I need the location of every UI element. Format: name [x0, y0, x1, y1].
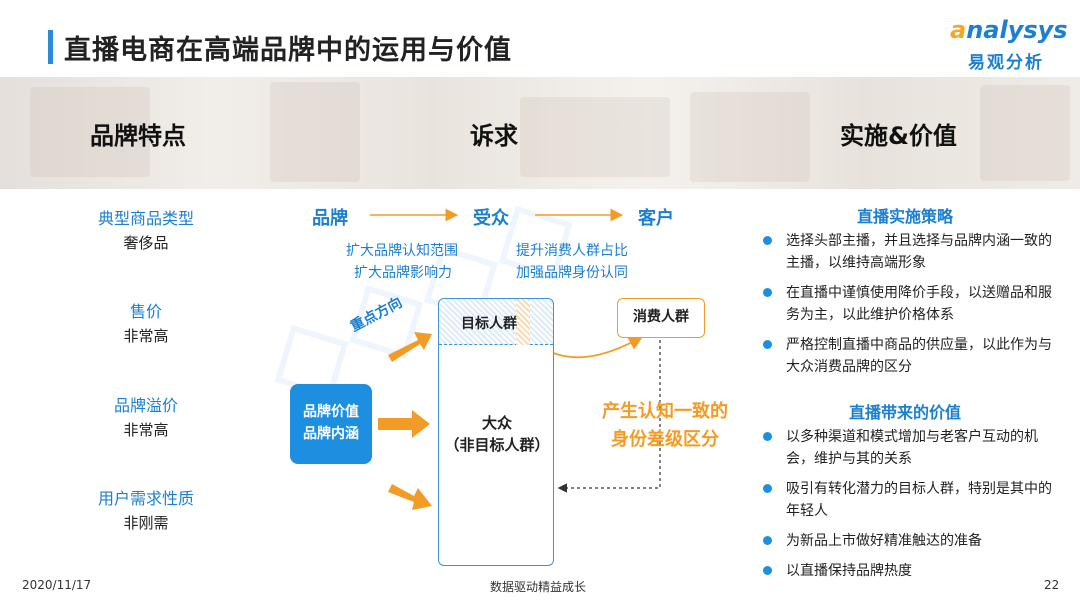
trait-label-type: 典型商品类型 — [97, 209, 194, 228]
banner-heading-demand: 诉求 — [470, 122, 518, 150]
value-item: 吸引有转化潜力的目标人群，特别是其中的年轻人 — [763, 478, 1063, 522]
flow-node-audience: 受众 — [473, 208, 509, 229]
brand-value-line1: 品牌价值 — [303, 404, 359, 420]
dashed-return-arrow — [557, 340, 661, 493]
footer-date: 2020/11/17 — [22, 578, 92, 592]
brand-goal: 扩大品牌影响力 — [354, 265, 452, 281]
bullet-dot-icon — [763, 484, 772, 493]
banner-heading-implementation: 实施&价值 — [840, 122, 957, 150]
mass-group-line2: （非目标人群） — [444, 436, 550, 454]
strategy-item: 严格控制直播中商品的供应量，以此作为与大众消费品牌的区分 — [763, 334, 1063, 378]
identity-line1: 产生认知一致的 — [602, 401, 728, 422]
flow-node-customer: 客户 — [638, 208, 674, 229]
banner-image — [0, 77, 1080, 189]
bullet-dot-icon — [763, 432, 772, 441]
logo-letter-a: a — [950, 16, 967, 44]
brand-value-box: 品牌价值 品牌内涵 — [290, 384, 372, 464]
banner-decor — [270, 82, 360, 182]
bullet-dot-icon — [763, 236, 772, 245]
flow-node-brand: 品牌 — [312, 208, 348, 229]
banner-heading-brand-traits: 品牌特点 — [90, 122, 186, 150]
banner-decor — [520, 97, 670, 177]
trait-label-need: 用户需求性质 — [97, 489, 194, 508]
bullet-dot-icon — [763, 566, 772, 575]
value-item: 以直播保持品牌热度 — [763, 560, 1063, 582]
identity-distinction-label: 产生认知一致的 身份差级区分 — [585, 398, 745, 454]
value-item: 以多种渠道和模式增加与老客户互动的机会，维护与其的关系 — [763, 426, 1063, 470]
banner-wash — [0, 77, 1080, 189]
mass-group-label: 大众 （非目标人群） — [439, 412, 555, 456]
analysys-logo: analysys — [950, 16, 1068, 44]
page-title: 直播电商在高端品牌中的运用与价值 — [64, 35, 512, 66]
page-number: 22 — [1044, 578, 1060, 592]
logo-chinese-name: 易观分析 — [968, 53, 1044, 73]
title-accent-bar — [48, 30, 53, 64]
identity-line2: 身份差级区分 — [611, 429, 719, 450]
target-converting-slice — [516, 299, 530, 345]
trait-value-premium: 非常高 — [123, 421, 169, 439]
strategy-item: 在直播中谨慎使用降价手段，以送赠品和服务为主，以此维护价格体系 — [763, 282, 1063, 326]
brand-goal: 扩大品牌认知范围 — [346, 243, 458, 259]
brand-value-line2: 品牌内涵 — [303, 426, 359, 442]
value-arrow-right — [378, 410, 430, 438]
target-group-band — [439, 299, 553, 345]
logo-wordmark: nalysys — [966, 16, 1068, 44]
bullet-dot-icon — [763, 340, 772, 349]
customer-goal: 加强品牌身份认同 — [516, 265, 628, 281]
consumer-group-box: 消费人群 — [617, 298, 705, 338]
bullet-dot-icon — [763, 536, 772, 545]
customer-goal: 提升消费人群占比 — [516, 243, 628, 259]
strategy-item: 选择头部主播，并且选择与品牌内涵一致的主播，以维持高端形象 — [763, 230, 1063, 274]
trait-label-price: 售价 — [129, 302, 162, 321]
footer-slogan: 数据驱动精益成长 — [490, 580, 587, 594]
value-arrow-down — [388, 484, 432, 510]
banner-decor — [980, 85, 1070, 181]
value-item: 为新品上市做好精准触达的准备 — [763, 530, 1063, 552]
target-group-label: 目标人群 — [461, 316, 517, 332]
banner-decor — [690, 92, 810, 182]
trait-value-type: 奢侈品 — [123, 234, 169, 252]
trait-value-need: 非刚需 — [123, 514, 169, 532]
banner-decor — [30, 87, 150, 177]
value-title: 直播带来的价值 — [848, 403, 961, 422]
mass-group-line1: 大众 — [481, 414, 512, 432]
trait-value-price: 非常高 — [123, 327, 169, 345]
strategy-title: 直播实施策略 — [856, 207, 953, 226]
focus-arrow-up — [388, 332, 432, 362]
trait-label-premium: 品牌溢价 — [113, 396, 178, 415]
bullet-dot-icon — [763, 288, 772, 297]
